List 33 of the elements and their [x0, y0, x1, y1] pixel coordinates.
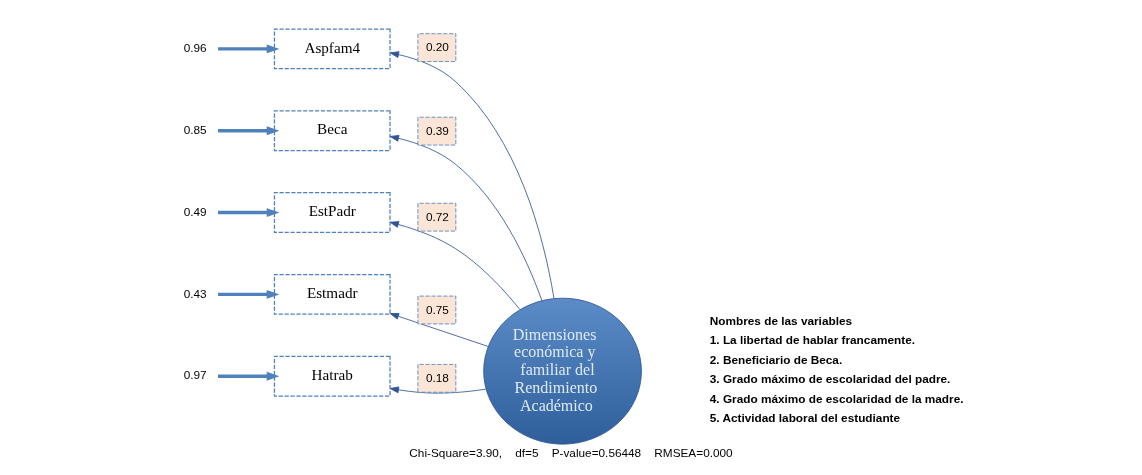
arrow	[218, 371, 280, 381]
node-box: EstPadr	[273, 192, 391, 233]
edge-label: 0.72	[425, 209, 449, 224]
arrow	[389, 134, 543, 301]
node-circle: Dimensiones económica y familiar del Rendimiento Académico	[483, 297, 642, 445]
arrow	[389, 313, 489, 347]
label: 5. Actividad laboral del estudiante	[709, 410, 901, 425]
arrow	[218, 44, 280, 54]
label: 1. La libertad de hablar francamente.	[709, 333, 915, 348]
node-text: 0.85	[183, 122, 207, 137]
node-text: 0.97	[183, 368, 207, 383]
arrow	[389, 221, 521, 310]
node-box: Beca	[273, 110, 391, 152]
node-text: 0.49	[183, 204, 207, 219]
label: 4. Grado máximo de escolaridad de la madre.	[709, 391, 964, 406]
label: 3. Grado máximo de escolaridad del padre.	[709, 372, 951, 387]
node-text: 0.43	[183, 286, 207, 301]
arrow	[218, 289, 280, 299]
caption: Chi-Square=3.90, df=5 P-value=0.56448 RMSEA=0.000	[409, 445, 733, 460]
node-box: Hatrab	[273, 355, 391, 397]
label: Nombres de las variables	[709, 313, 853, 328]
arrow	[389, 386, 487, 394]
arrow	[389, 51, 555, 299]
node-text: 0.96	[183, 41, 207, 56]
edge-label: 0.75	[425, 302, 449, 317]
node-box: Estmadr	[273, 273, 391, 315]
arrow	[218, 208, 280, 217]
node-box: Aspfam4	[273, 28, 391, 70]
edge-label: 0.20	[425, 40, 449, 55]
arrow	[218, 126, 280, 136]
edge-label: 0.39	[425, 123, 449, 138]
edge-label: 0.18	[425, 370, 449, 385]
label: 2. Beneficiario de Beca.	[709, 352, 843, 367]
